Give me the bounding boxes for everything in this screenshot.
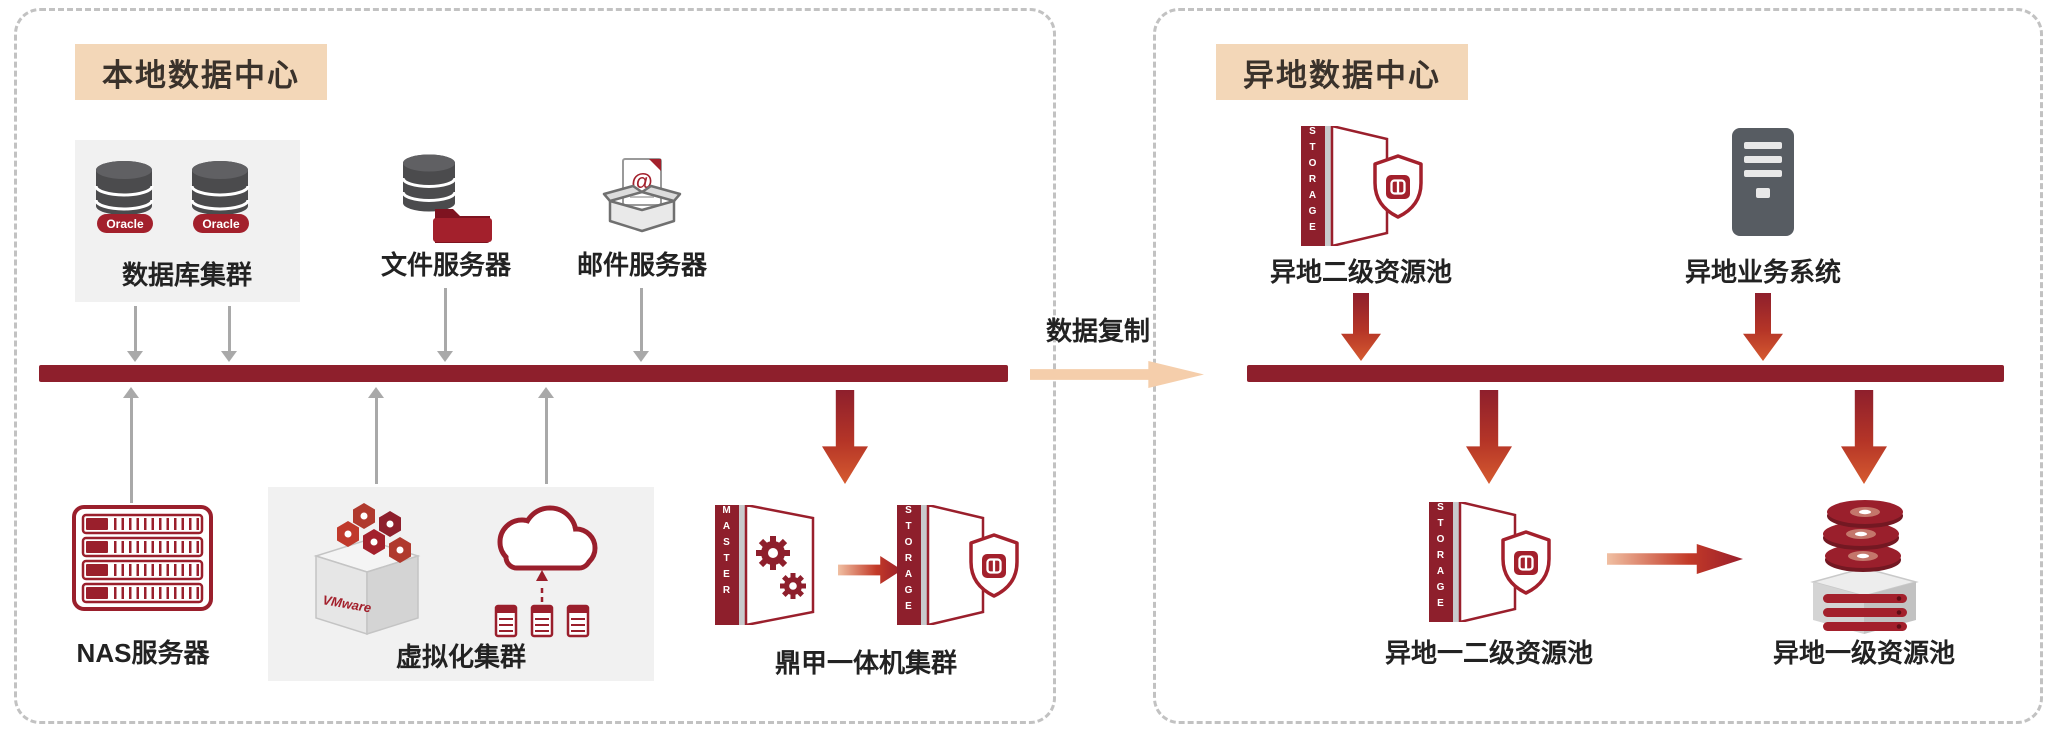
mini-server-icon (494, 604, 518, 638)
gear-icon (780, 573, 806, 599)
shield-icon (1501, 530, 1551, 595)
mini-server-icon (566, 604, 590, 638)
cloud-cluster-icon (494, 505, 598, 638)
local-bus-bar (39, 365, 1008, 382)
nas-label: NAS服务器 (76, 638, 210, 668)
nas-to-bus-arrow (122, 387, 140, 503)
virtualization-label: 虚拟化集群 (395, 642, 527, 672)
storage-spine-text: STORAGE (1307, 126, 1318, 238)
open-box-icon (608, 199, 676, 233)
appliance-cluster-label: 鼎甲一体机集群 (774, 648, 958, 678)
appliance-storage-icon: STORAGE (1299, 126, 1423, 246)
remote-datacenter-title: 异地数据中心 (1216, 44, 1468, 100)
appliance-storage-icon: STORAGE (895, 505, 1019, 625)
oracle-badge (193, 214, 249, 233)
local-datacenter-title: 本地数据中心 (75, 44, 327, 100)
oracle-badge-label: Oracle (202, 217, 240, 231)
oracle-badge (97, 214, 153, 233)
storage-spine-text: STORAGE (1435, 502, 1446, 614)
mail-server-label: 邮件服务器 (576, 250, 708, 280)
oracle-badge-label: Oracle (106, 217, 144, 231)
local-datacenter-panel (14, 8, 1056, 724)
vmware-to-bus-arrow (367, 387, 385, 484)
database-cylinder-icon: Oracle (190, 161, 250, 233)
mini-server-icon (530, 604, 554, 638)
database-cylinder-icon: Oracle (94, 161, 154, 233)
appliance-storage-icon: STORAGE (1427, 502, 1551, 622)
gear-icon (756, 536, 790, 570)
primary-secondary-pool-label: 异地一二级资源池 (1384, 638, 1594, 668)
shield-icon (969, 533, 1019, 598)
replication-label: 数据复制 (1045, 316, 1151, 346)
storage-spine-text: STORAGE (903, 505, 914, 617)
business-system-label: 异地业务系统 (1684, 257, 1842, 287)
appliance-master-icon: MASTER (713, 505, 837, 625)
vmware-cube-icon: VMware (313, 503, 421, 636)
shield-icon (1373, 154, 1423, 219)
primary-pool-label: 异地一级资源池 (1772, 638, 1956, 668)
cloud-to-bus-arrow (537, 387, 555, 484)
db-to-bus-arrow (126, 306, 144, 362)
remote-bus-bar (1247, 365, 2004, 382)
file-to-bus-arrow (436, 288, 454, 362)
db-to-bus-arrow (220, 306, 238, 362)
master-spine-text: MASTER (721, 505, 732, 601)
secondary-pool-label: 异地二级资源池 (1269, 257, 1453, 287)
nas-rack-icon (72, 505, 213, 611)
mail-to-bus-arrow (632, 288, 650, 362)
file-server-label: 文件服务器 (380, 250, 512, 280)
server-tower-icon (1732, 128, 1794, 236)
disk-platter (1823, 500, 1903, 572)
file-server-icon (401, 154, 492, 243)
disk-stack-icon (1810, 500, 1919, 634)
hexagon-cluster-icon (337, 503, 411, 563)
database-cluster-label: 数据库集群 (121, 260, 253, 290)
mail-server-icon: @ (602, 158, 682, 233)
